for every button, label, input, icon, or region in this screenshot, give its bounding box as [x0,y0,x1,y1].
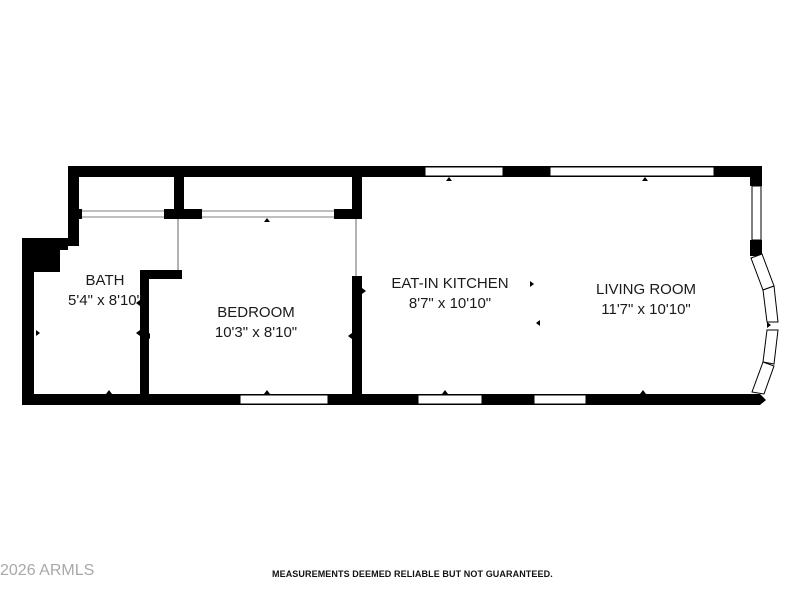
bay-window-4 [751,361,775,395]
openings [82,210,718,405]
bath-bedroom-wall [140,270,149,405]
walls [22,166,766,405]
bottom-wall [22,394,760,405]
room-labels: BATH 5'4" x 8'10" BEDROOM 10'3" x 8'10" … [68,272,696,341]
bay-window-1 [750,253,775,291]
window-kitchen-bottom [417,394,483,405]
window-right-upper [751,185,762,241]
window-living-bottom [533,394,587,405]
bedroom-kitchen-wall [352,276,362,405]
bay-bottom-corner [720,394,766,405]
room-name-living: LIVING ROOM [596,281,696,298]
room-name-bath: BATH [86,272,125,289]
right-wall-mid [750,240,762,256]
room-dims-kitchen: 8'7" x 10'10" [409,295,491,312]
window-living-top [549,166,715,177]
room-name-bedroom: BEDROOM [217,304,295,321]
room-dims-living: 11'7" x 10'10" [601,301,691,318]
bedroom-right-upper [352,166,362,219]
room-dims-bath: 5'4" x 8'10" [68,292,142,309]
dimension-markers [36,177,771,394]
bath-top-partition [68,209,82,219]
window-kitchen-top [424,166,504,177]
top-wall [68,166,762,177]
bay-window-3 [762,329,779,365]
bath-bedroom-ledge [140,270,182,279]
left-wall [22,238,34,405]
measurement-disclaimer: MEASUREMENTS DEEMED RELIABLE BUT NOT GUA… [272,569,553,579]
bath-bedroom-vertical [174,166,184,219]
right-wall-upper [750,166,762,186]
bay-window-2 [762,285,779,323]
bedroom-top-stub [334,209,362,219]
window-bedroom-bottom [239,394,329,405]
room-name-kitchen: EAT-IN KITCHEN [391,275,508,292]
room-dims-bedroom: 10'3" x 8'10" [215,324,297,341]
copyright-watermark: 2026 ARMLS [0,562,95,579]
windows [239,166,779,405]
left-wall-upper [68,166,79,246]
